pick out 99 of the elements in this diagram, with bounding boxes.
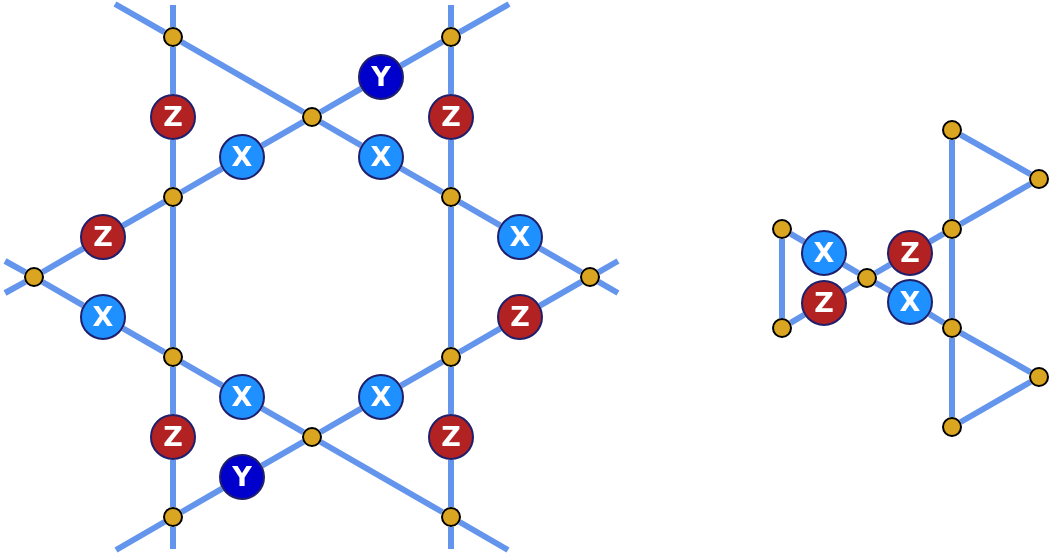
lattice-bond [399,39,444,69]
junction-dot [1029,367,1049,387]
junction-dot [302,107,322,127]
lattice-bond [959,181,1032,227]
lattice-bond [959,132,1032,177]
lattice-bond [597,279,620,296]
junction-dot [942,318,962,338]
lettered-circle: Z [428,414,474,460]
junction-dot [302,427,322,447]
lattice-bond [114,519,166,553]
lattice-bond [874,261,892,276]
lettered-circle: Z [80,214,126,260]
lettered-circle: X [358,134,404,180]
lattice-bond [959,330,1032,375]
junction-dot [1029,169,1049,189]
lattice-bond [789,312,806,326]
lattice-bond [448,207,454,347]
lattice-bond [874,280,892,294]
lattice-bond [170,47,176,94]
lattice-bond [399,359,444,389]
lattice-bond [949,140,955,219]
junction-dot [441,27,461,47]
lattice-bond [121,325,166,355]
lattice-bond [789,231,806,245]
lattice-bond [170,140,176,187]
lattice-bond [597,258,620,275]
lattice-bond [842,261,860,276]
lattice-bond [538,245,583,275]
lattice-bond [949,338,955,417]
junction-dot [857,268,877,288]
lattice-bond [41,279,85,309]
lattice-bond [3,279,27,296]
lattice-bond [170,527,176,549]
junction-dot [942,417,962,437]
lettered-circle: X [358,374,404,420]
lattice-bond [170,5,176,27]
lattice-bond [3,258,27,275]
lattice-bond [121,199,166,229]
lattice-bond [260,439,305,469]
lattice-bond [260,119,305,149]
junction-dot [942,219,962,239]
junction-dot [772,318,792,338]
junction-dot [441,187,461,207]
lettered-circle: X [219,374,265,420]
lettered-circle: X [219,134,265,180]
lattice-bond [959,379,1032,425]
lattice-bond [448,460,454,507]
lettered-circle: Z [150,414,196,460]
lettered-circle: Y [358,54,404,100]
lattice-bond [180,359,224,389]
lattice-bond [113,1,166,35]
junction-dot [441,507,461,527]
junction-dot [772,219,792,239]
lettered-circle: X [497,214,543,260]
lattice-bond [928,311,946,326]
lattice-bond [949,239,955,318]
lattice-bond [319,439,444,515]
lattice-bond [842,280,860,295]
junction-dot [942,120,962,140]
lattice-bond [448,527,454,549]
lattice-bond [170,460,176,507]
lettered-circle: X [801,230,847,276]
lattice-bond [928,231,945,245]
lattice-bond [170,367,176,414]
lettered-circle: Z [150,94,196,140]
lattice-bond [458,1,511,35]
lettered-circle: Z [801,280,847,326]
lattice-bond [458,199,502,229]
lattice-bond [779,239,785,318]
lattice-bond [180,165,224,195]
lattice-bond [41,245,85,275]
lattice-bond [180,39,305,115]
lettered-circle: Y [219,454,265,500]
lattice-bond [260,405,305,435]
lattice-bond [448,47,454,94]
junction-dot [163,27,183,47]
junction-dot [24,267,44,287]
lattice-bond [538,279,583,309]
junction-dot [580,267,600,287]
lettered-circle: Z [497,294,543,340]
lattice-bond [180,485,224,515]
junction-dot [163,507,183,527]
lattice-bond [170,207,176,347]
lattice-bond [448,367,454,414]
lattice-bond [458,519,510,553]
junction-dot [441,347,461,367]
lettered-circle: X [887,279,933,325]
junction-dot [163,187,183,207]
lettered-circle: X [80,294,126,340]
lettered-circle: Z [887,230,933,276]
lattice-bond [458,325,502,355]
lattice-bond [399,165,444,195]
lattice-bond [319,405,363,435]
lattice-bond [448,5,454,27]
junction-dot [163,347,183,367]
lattice-bond [448,140,454,187]
lattice-bond [319,85,363,115]
lettered-circle: Z [428,94,474,140]
lattice-bond [319,119,363,149]
